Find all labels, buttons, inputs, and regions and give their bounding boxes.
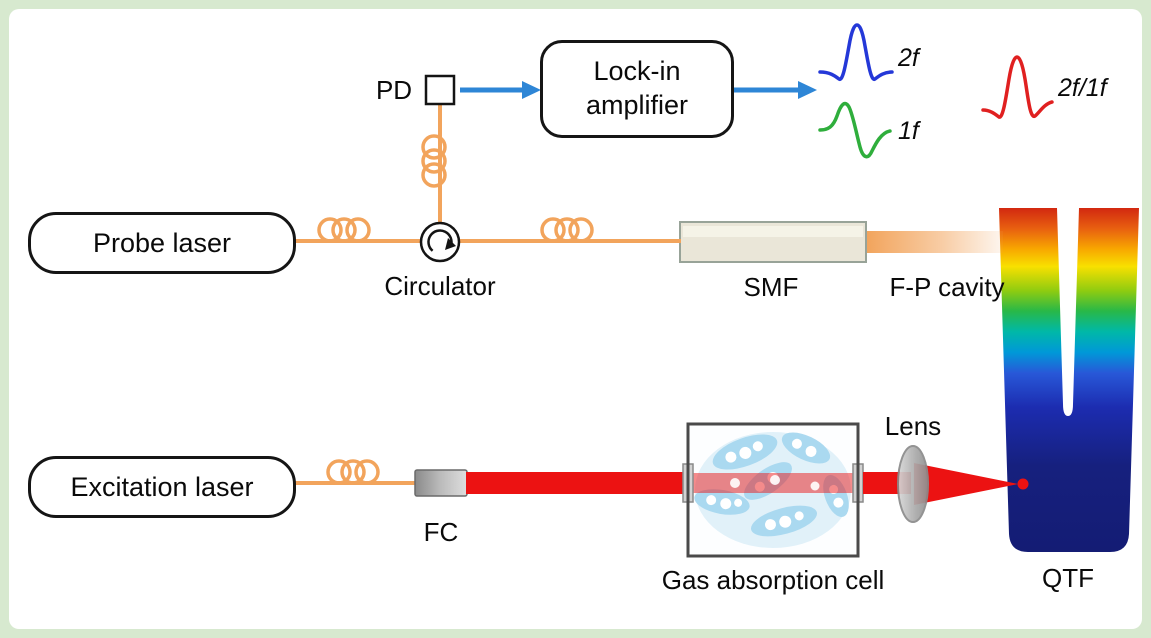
lens-icon [897, 445, 929, 523]
signal-arrow-lockin-to-output [732, 81, 817, 99]
gas-cell-label: Gas absorption cell [661, 565, 885, 595]
fc-label: FC [423, 517, 459, 547]
fiber-coil-excitation [326, 459, 380, 485]
cell-outline [686, 422, 860, 558]
lens-label: Lens [884, 411, 942, 441]
lockin-amplifier-box: Lock-in amplifier [540, 40, 734, 138]
focused-beam [914, 463, 1018, 505]
pd-label: PD [375, 75, 413, 105]
qtf-tuning-fork [999, 208, 1139, 552]
probe-laser-box: Probe laser [28, 212, 296, 274]
smf-label: SMF [743, 272, 799, 302]
waveform-2f1f [981, 55, 1054, 119]
signal-2f1f-label: 2f/1f [1058, 74, 1107, 102]
circulator-icon [419, 221, 461, 263]
fiber-coil-pd [421, 134, 447, 188]
focal-spot [1017, 478, 1029, 490]
qtf-label: QTF [1042, 563, 1094, 593]
gas-cell [682, 422, 864, 558]
fiber-coil-probe [317, 217, 371, 243]
fp-cavity-label: F-P cavity [889, 272, 1005, 302]
lockin-amplifier-label: Lock-in amplifier [585, 56, 689, 120]
photodetector-icon [424, 74, 456, 106]
circulator-label: Circulator [384, 271, 496, 301]
waveform-2f [818, 23, 894, 81]
waveform-1f [818, 101, 892, 159]
signal-2f-label: 2f [898, 44, 919, 72]
excitation-beam-left [466, 472, 690, 494]
fiber-coil-smf [540, 217, 594, 243]
probe-laser-label: Probe laser [92, 227, 232, 258]
smf-fiber [679, 221, 867, 263]
excitation-laser-label: Excitation laser [70, 471, 254, 502]
fp-cavity-beam [866, 231, 1003, 253]
signal-1f-label: 1f [898, 117, 919, 145]
excitation-laser-box: Excitation laser [28, 456, 296, 518]
signal-arrow-pd-to-lockin [460, 81, 541, 99]
fiber-collimator-icon [414, 469, 468, 497]
